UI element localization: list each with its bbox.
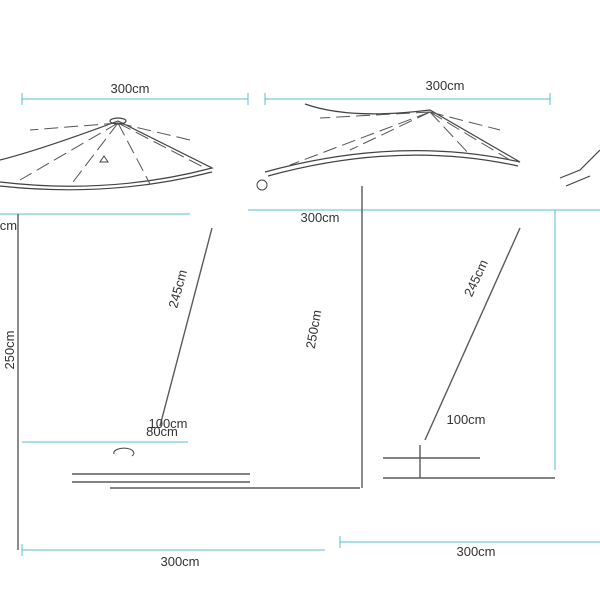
right-arm xyxy=(424,227,521,441)
left-rib-2 xyxy=(69,122,119,187)
left-crank-icon xyxy=(256,179,268,191)
left-canopy xyxy=(0,120,214,187)
right-footprint-label: 300cm xyxy=(456,544,495,559)
left-pivot-label: 80cm xyxy=(146,424,178,439)
left-footprint-label: 300cm xyxy=(160,554,199,569)
left-top-width-label: 300cm xyxy=(110,81,149,96)
left-edge-label: 300cm xyxy=(0,218,17,233)
left-arm-label: 245cm xyxy=(165,268,190,310)
crank-handle-icon xyxy=(559,149,600,187)
left-view: 300cm 300cm 250cm 245cm 100cm 80cm 300cm xyxy=(0,81,360,569)
right-arm-label: 245cm xyxy=(461,257,491,299)
left-hanger xyxy=(99,155,109,163)
right-rib-2 xyxy=(349,111,431,151)
right-rib-5 xyxy=(319,111,431,119)
right-top-width-label: 300cm xyxy=(425,78,464,93)
left-base-rotation-icon xyxy=(113,447,135,457)
right-canopy-edge xyxy=(267,154,519,177)
left-top-cap xyxy=(109,117,127,125)
right-rib-1 xyxy=(289,111,431,166)
left-rib-1 xyxy=(19,122,119,181)
right-mast-label: 250cm xyxy=(303,309,325,350)
left-arm xyxy=(159,227,213,427)
left-rib-4 xyxy=(117,122,206,169)
left-base-label: 100cm xyxy=(148,416,187,431)
right-base-label: 100cm xyxy=(446,412,485,427)
right-depth-label: 300cm xyxy=(300,210,339,225)
left-rib-5 xyxy=(29,122,119,131)
right-rib-6 xyxy=(429,111,501,131)
left-canopy-edge xyxy=(0,171,213,191)
right-canopy xyxy=(264,103,521,173)
right-rib-3 xyxy=(429,111,471,156)
left-mast-label: 250cm xyxy=(2,330,17,369)
right-view: 300cm 300cm 250cm 245cm 100cm 300cm xyxy=(248,78,600,559)
left-rib-6 xyxy=(117,122,191,141)
right-rib-4 xyxy=(429,111,511,161)
left-rib-3 xyxy=(117,122,151,185)
